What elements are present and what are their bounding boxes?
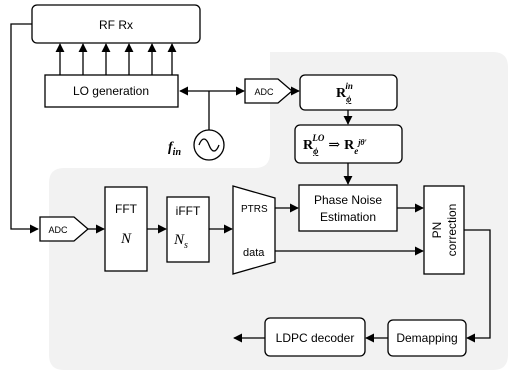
fft-size: N [120,231,132,247]
pnc-label-line2: correction [445,204,459,257]
demux-block: PTRS data [232,185,276,275]
demux-ptrs-label: PTRS [241,204,268,215]
r-lo-block: RϕLO⇒Rejθ′ [294,124,403,164]
r-in-formula: Rϕin [336,81,353,104]
rf-to-adc-wire [10,23,39,234]
r-in-block: Rϕin [299,74,398,111]
demapping-block: Demapping [387,319,467,357]
ifft-size: Ns [173,232,188,251]
pnc-to-demapping-wire [464,229,491,343]
demapping-label: Demapping [396,331,457,345]
ldpc-decoder-label: LDPC decoder [276,331,355,345]
adc-top-label: ADC [254,87,274,97]
ldpc-decoder-block: LDPC decoder [264,317,366,357]
sine-source [193,129,225,161]
phase-noise-estimation-block: Phase Noise Estimation [298,184,398,232]
adc-left-label: ADC [48,225,68,235]
f-in-label: fin [168,140,181,158]
ifft-block: iFFT Ns [166,196,210,263]
pn-correction-block: PN correction [423,185,465,275]
lo-generation-label: LO generation [73,84,149,98]
lo-generation-block: LO generation [44,74,179,108]
fft-label: FFT [115,202,138,216]
demux-data-label: data [243,247,265,259]
rf-rx-label: RF Rx [99,18,133,32]
ifft-label: iFFT [176,204,201,218]
adc-top-block: ADC [244,78,293,104]
pne-label-line1: Phase Noise [314,193,382,207]
fft-block: FFT N [104,186,148,272]
pnc-label-line1: PN [430,222,444,239]
pne-label-line2: Estimation [320,210,376,224]
adc-left-block: ADC [39,216,89,242]
rf-rx-block: RF Rx [31,4,201,44]
lo-to-rf-arrows [55,43,177,75]
sine-wave-icon [198,138,220,152]
r-lo-formula: RϕLO⇒Rejθ′ [303,133,367,156]
